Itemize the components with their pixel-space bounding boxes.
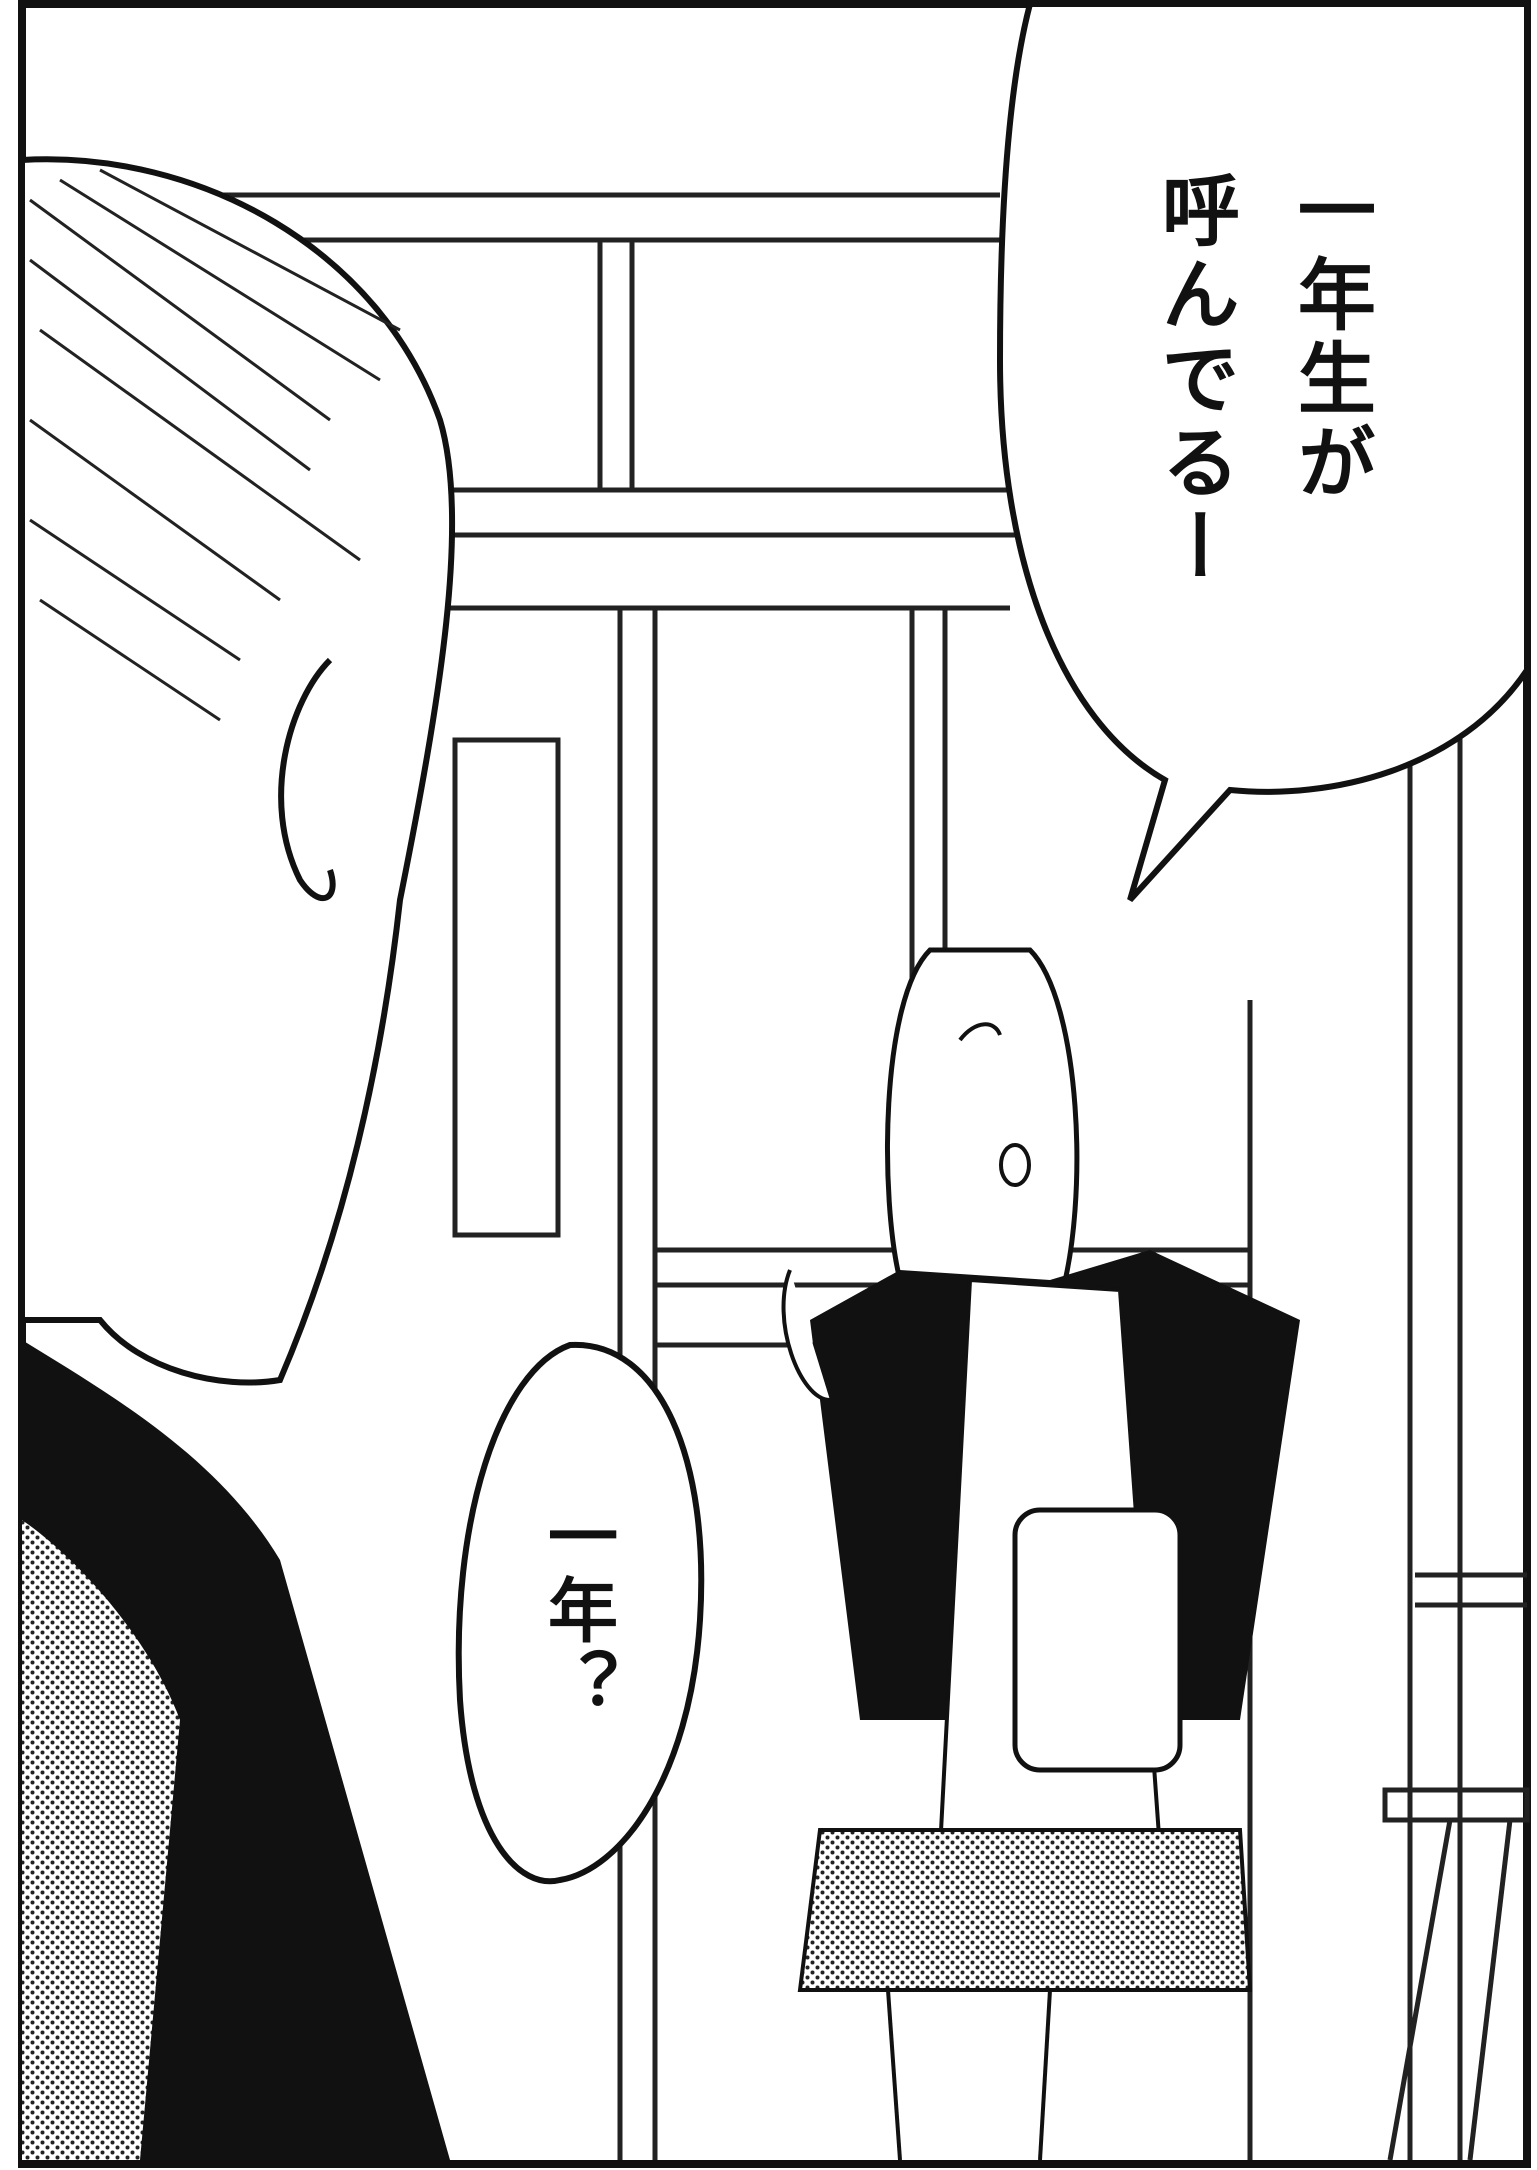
girl-character (781, 947, 1300, 2161)
speech-bubble-icon (996, 1, 1530, 903)
foreground-boy (19, 156, 456, 2160)
background-room (150, 192, 1530, 2161)
bubble1-line1: 一年生が (1284, 170, 1375, 506)
speech-bubble-2 (455, 1341, 705, 1885)
bubble1-line2: 呼んでるー (1148, 170, 1239, 590)
bubble2-line1: 一年？ (536, 1500, 619, 1722)
